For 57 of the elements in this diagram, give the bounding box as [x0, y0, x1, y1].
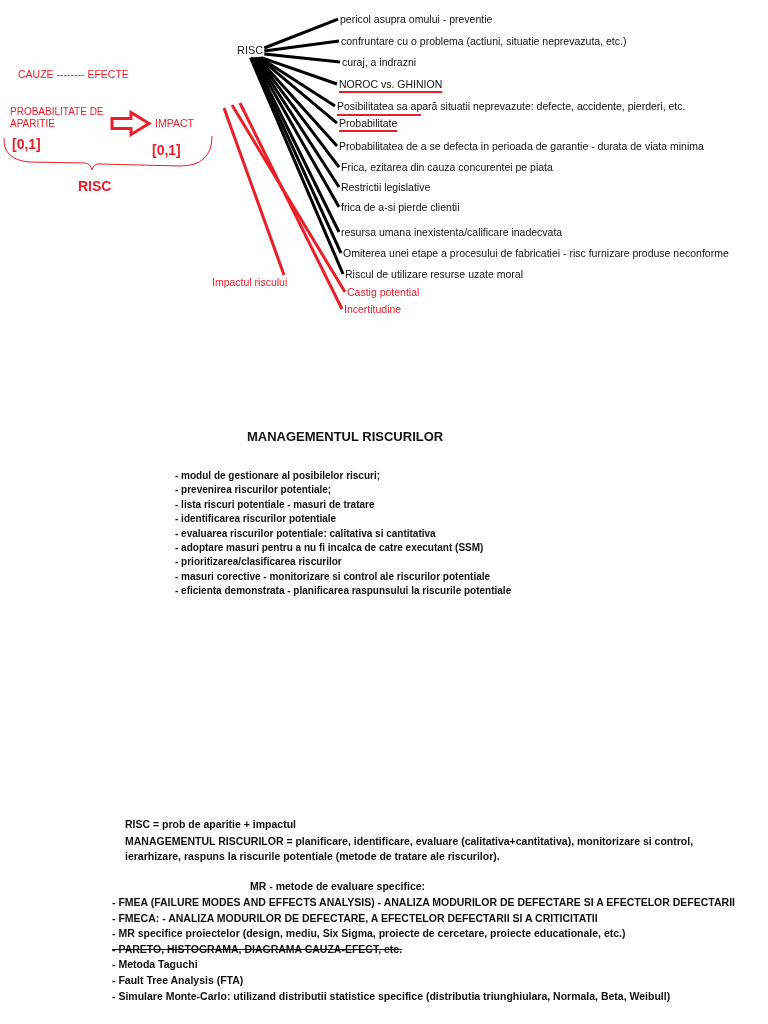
node-text: Incertitudine	[344, 303, 402, 316]
node-text: pericol asupra omului - preventie	[340, 13, 493, 26]
connector-line	[254, 56, 341, 188]
list-item: RISC = prob de aparitie + impactul	[125, 818, 296, 831]
connector-line	[264, 39, 340, 53]
block-arrow	[110, 109, 152, 138]
node-text: PROBABILITATE DE APARITIE	[10, 106, 110, 129]
list-item: - Simulare Monte-Carlo: utilizand distributii statistice specifice (distributia triunghiulara, Normala, Beta, Weibull)	[112, 989, 671, 1002]
connector-line	[255, 56, 341, 168]
node-text: Castig potential	[347, 286, 420, 299]
page-heading: MANAGEMENTUL RISCURILOR	[247, 430, 444, 445]
list-item: - prevenirea riscurilor potentiale;	[175, 484, 332, 496]
node-text: frica de a-si pierde clientii	[341, 201, 460, 214]
connector-line	[252, 56, 341, 208]
risk-heading: RISC	[78, 178, 112, 195]
node-text: Posibilitatea sa apară situatii neprevazute: defecte, accidente, pierderi, etc.	[337, 100, 686, 113]
node-text: resursa umana inexistenta/calificare inadecvata	[341, 226, 563, 239]
connector-line	[256, 56, 339, 148]
node-text: Impactul riscului	[212, 276, 288, 289]
list-item: - MR specifice proiectelor (design, mediu, Six Sigma, proiecte de cercetare, proiecte educationale, etc.)	[112, 927, 626, 940]
list-item: - Fault Tree Analysis (FTA)	[112, 974, 244, 987]
connector-line	[259, 56, 336, 108]
list-item: - identificarea riscurilor potentiale	[175, 513, 337, 525]
connector-line	[222, 107, 286, 276]
node-text: IMPACT	[155, 117, 194, 130]
list-item: - lista riscuri potentiale - masuri de tratare	[175, 498, 375, 511]
list-item: - masuri corective - monitorizare si control ale riscurilor potentiale	[175, 570, 491, 583]
connector-line	[230, 104, 347, 293]
node-text: Probabilitate	[339, 117, 398, 130]
node-text: Omiterea unei etape a procesului de fabricatiei - risc furnizare produse neconforme	[343, 247, 729, 260]
list-item: - adoptare masuri pentru a nu fi incalca de catre executant (SSM)	[175, 542, 484, 554]
list-item: - eficienta demonstrata - planificarea raspunsului la riscurile potentiale	[175, 585, 512, 597]
node-text: Probabilitatea de a se defecta in perioada de garantie - durata de viata minima	[339, 140, 704, 153]
node-text: curaj, a indrazni	[342, 56, 417, 69]
list-item: - PARETO, HISTOGRAMA, DIAGRAMA CAUZA-EFECT, etc.	[112, 942, 403, 955]
list-item: - Metoda Taguchi	[112, 958, 198, 971]
list-item: - prioritizarea/clasificarea riscurilor	[175, 556, 342, 568]
list-item: - evaluarea riscurilor potentiale: calitativa si cantitativa	[175, 527, 436, 540]
list-item: MANAGEMENTUL RISCURILOR = planificare, identificare, evaluare (calitativa+cantitativa), monitorizare si control, ierarhizare, raspuns la riscurile potentiale (metode de tratare ale riscurilor).	[125, 834, 695, 865]
note-text: CAUZE -------- EFECTE	[18, 68, 129, 81]
node-text: NOROC vs. GHINION	[339, 78, 443, 91]
node-text: RISC	[237, 44, 264, 57]
node-text: confruntare cu o problema (actiuni, situatie neprevazuta, etc.)	[341, 35, 627, 48]
list-item: - modul de gestionare al posibilelor riscuri;	[175, 470, 381, 482]
list-item: - FMECA: - ANALIZA MODURILOR DE DEFECTARE, A EFECTELOR DEFECTARII SI A CRITICITATII	[112, 911, 598, 924]
range-text: [0,1]	[152, 142, 181, 159]
node-text: Riscul de utilizare resurse uzate moral	[345, 268, 523, 281]
connector-line	[257, 56, 338, 125]
connector-line	[238, 102, 344, 310]
connector-line	[264, 52, 341, 64]
list-item: - FMEA (FAILURE MODES AND EFFECTS ANALYSIS) - ANALIZA MODURILOR DE DEFECTARE SI A EFECTELOR DEFECTARII	[112, 896, 735, 909]
range-text: [0,1]	[12, 136, 41, 153]
node-text: Frica, ezitarea din cauza concurentei pe piata	[341, 161, 553, 174]
list-item: MR - metode de evaluare specifice:	[250, 880, 426, 893]
connector-line	[260, 56, 338, 86]
connector-line	[263, 17, 339, 50]
node-text: Restrictii legislative	[341, 181, 431, 194]
